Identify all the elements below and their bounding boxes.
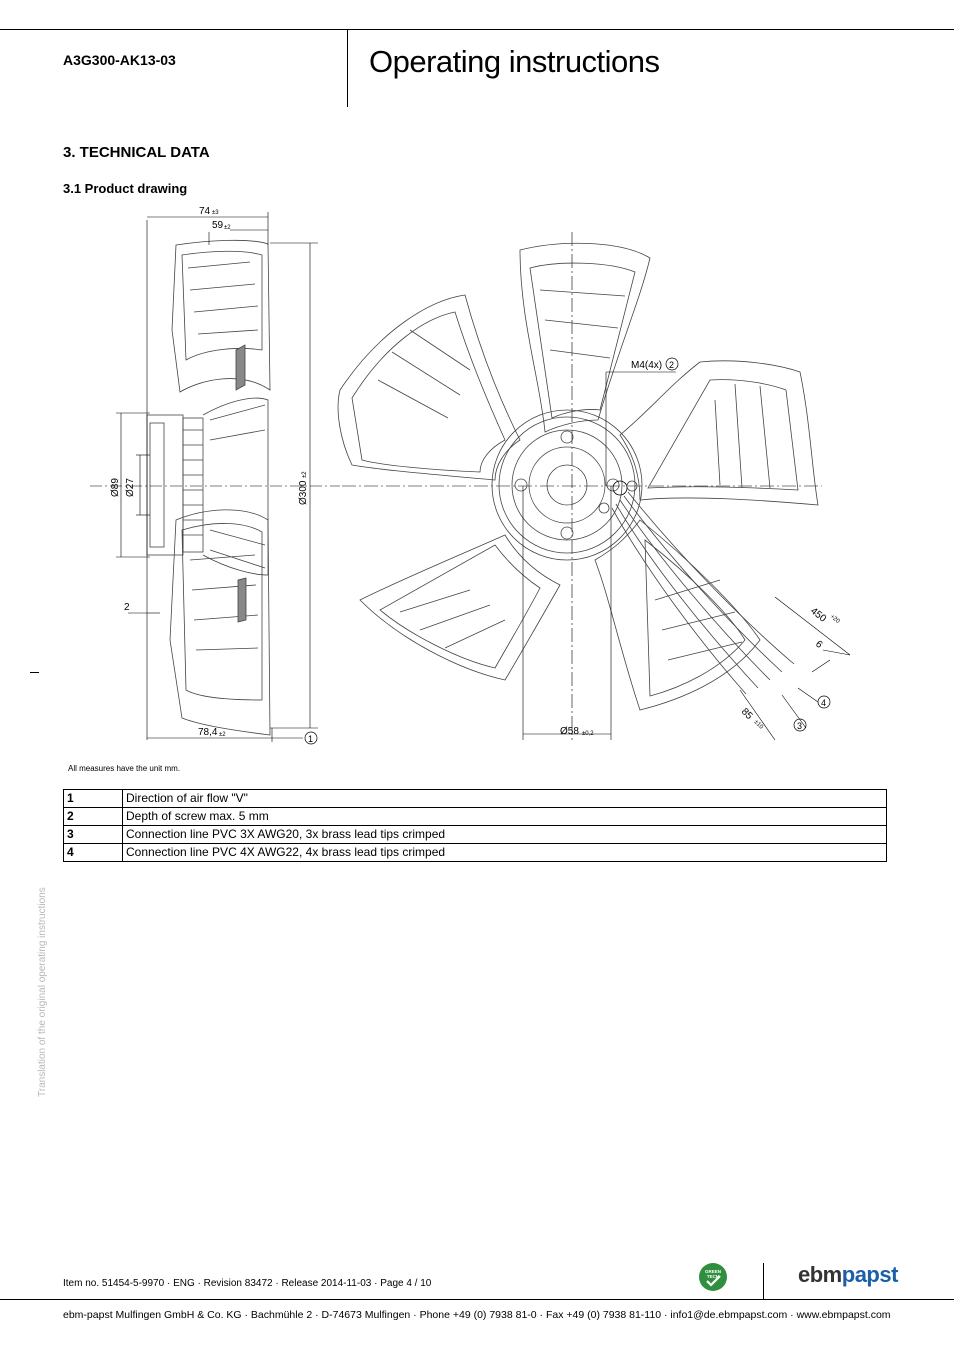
badge-top-text: GREEN [705,1269,721,1274]
callout-4: 4 [821,698,826,708]
product-drawing: 74 ±3 59 ±2 Ø89 Ø27 Ø300 ±2 2 78,4 ±2 1 [90,206,851,745]
dim-2: 2 [124,602,130,613]
logo-part-papst: papst [841,1262,899,1287]
badge-bottom-text: TECH [707,1274,719,1279]
header-divider [347,29,348,107]
footer-item-line: Item no. 51454-5-9970 · ENG · Revision 8… [63,1278,432,1289]
dim-59: 59 [212,220,224,231]
dim-d89: Ø89 [110,478,121,497]
legend-text: Connection line PVC 4X AWG22, 4x brass l… [122,843,887,862]
callout-1: 1 [308,734,313,744]
tol-d300: ±2 [302,471,308,478]
legend-number: 2 [63,807,123,826]
callout-2: 2 [669,360,674,370]
dim-d58: Ø58 [560,726,579,737]
margin-mark [30,672,39,673]
tol-450: +20 [829,614,841,625]
legend-number: 1 [63,789,123,808]
dim-85: 85 [739,706,755,722]
tol-59: ±2 [224,225,231,231]
footer-rule [0,1299,954,1300]
ebmpapst-logo: ebmpapst [798,1262,898,1288]
dim-d300: Ø300 [298,480,309,505]
header-rule [0,29,954,30]
table-row: 1 Direction of air flow "V" [63,789,887,808]
callout-3: 3 [797,721,802,731]
legend-table: 1 Direction of air flow "V" 2 Depth of s… [63,789,887,862]
screw-label: M4(4x) [631,360,662,371]
legend-text: Direction of air flow "V" [122,789,887,808]
unit-note: All measures have the unit mm. [68,764,181,773]
section-title: 3. TECHNICAL DATA [63,144,210,161]
translation-note: Translation of the original operating in… [37,887,48,1097]
table-row: 2 Depth of screw max. 5 mm [63,807,887,826]
dim-6: 6 [813,639,825,651]
legend-text: Depth of screw max. 5 mm [122,807,887,826]
dim-74: 74 [199,206,211,217]
tol-d58: ±0,2 [582,731,594,737]
product-code: A3G300-AK13-03 [63,52,176,68]
legend-number: 4 [63,843,123,862]
dim-450: 450 [808,606,828,625]
table-row: 3 Connection line PVC 3X AWG20, 3x brass… [63,825,887,844]
tol-78: ±2 [219,732,226,738]
footer-address: ebm-papst Mulfingen GmbH & Co. KG · Bach… [63,1309,891,1321]
fan-side-view [146,239,271,736]
document-title: Operating instructions [369,44,660,79]
logo-part-ebm: ebm [798,1262,842,1287]
table-row: 4 Connection line PVC 4X AWG22, 4x brass… [63,843,887,862]
dim-78: 78,4 [198,727,218,738]
tol-85: ±10 [753,719,765,731]
legend-text: Connection line PVC 3X AWG20, 3x brass l… [122,825,887,844]
fan-front-view [337,232,822,740]
dim-d27: Ø27 [125,478,136,497]
logo-divider [763,1263,764,1299]
tol-74: ±3 [212,210,219,216]
subsection-title: 3.1 Product drawing [63,181,188,196]
legend-number: 3 [63,825,123,844]
side-dimensions [90,212,340,742]
green-tech-icon: GREEN TECH [699,1263,727,1291]
front-dimensions [522,371,851,741]
